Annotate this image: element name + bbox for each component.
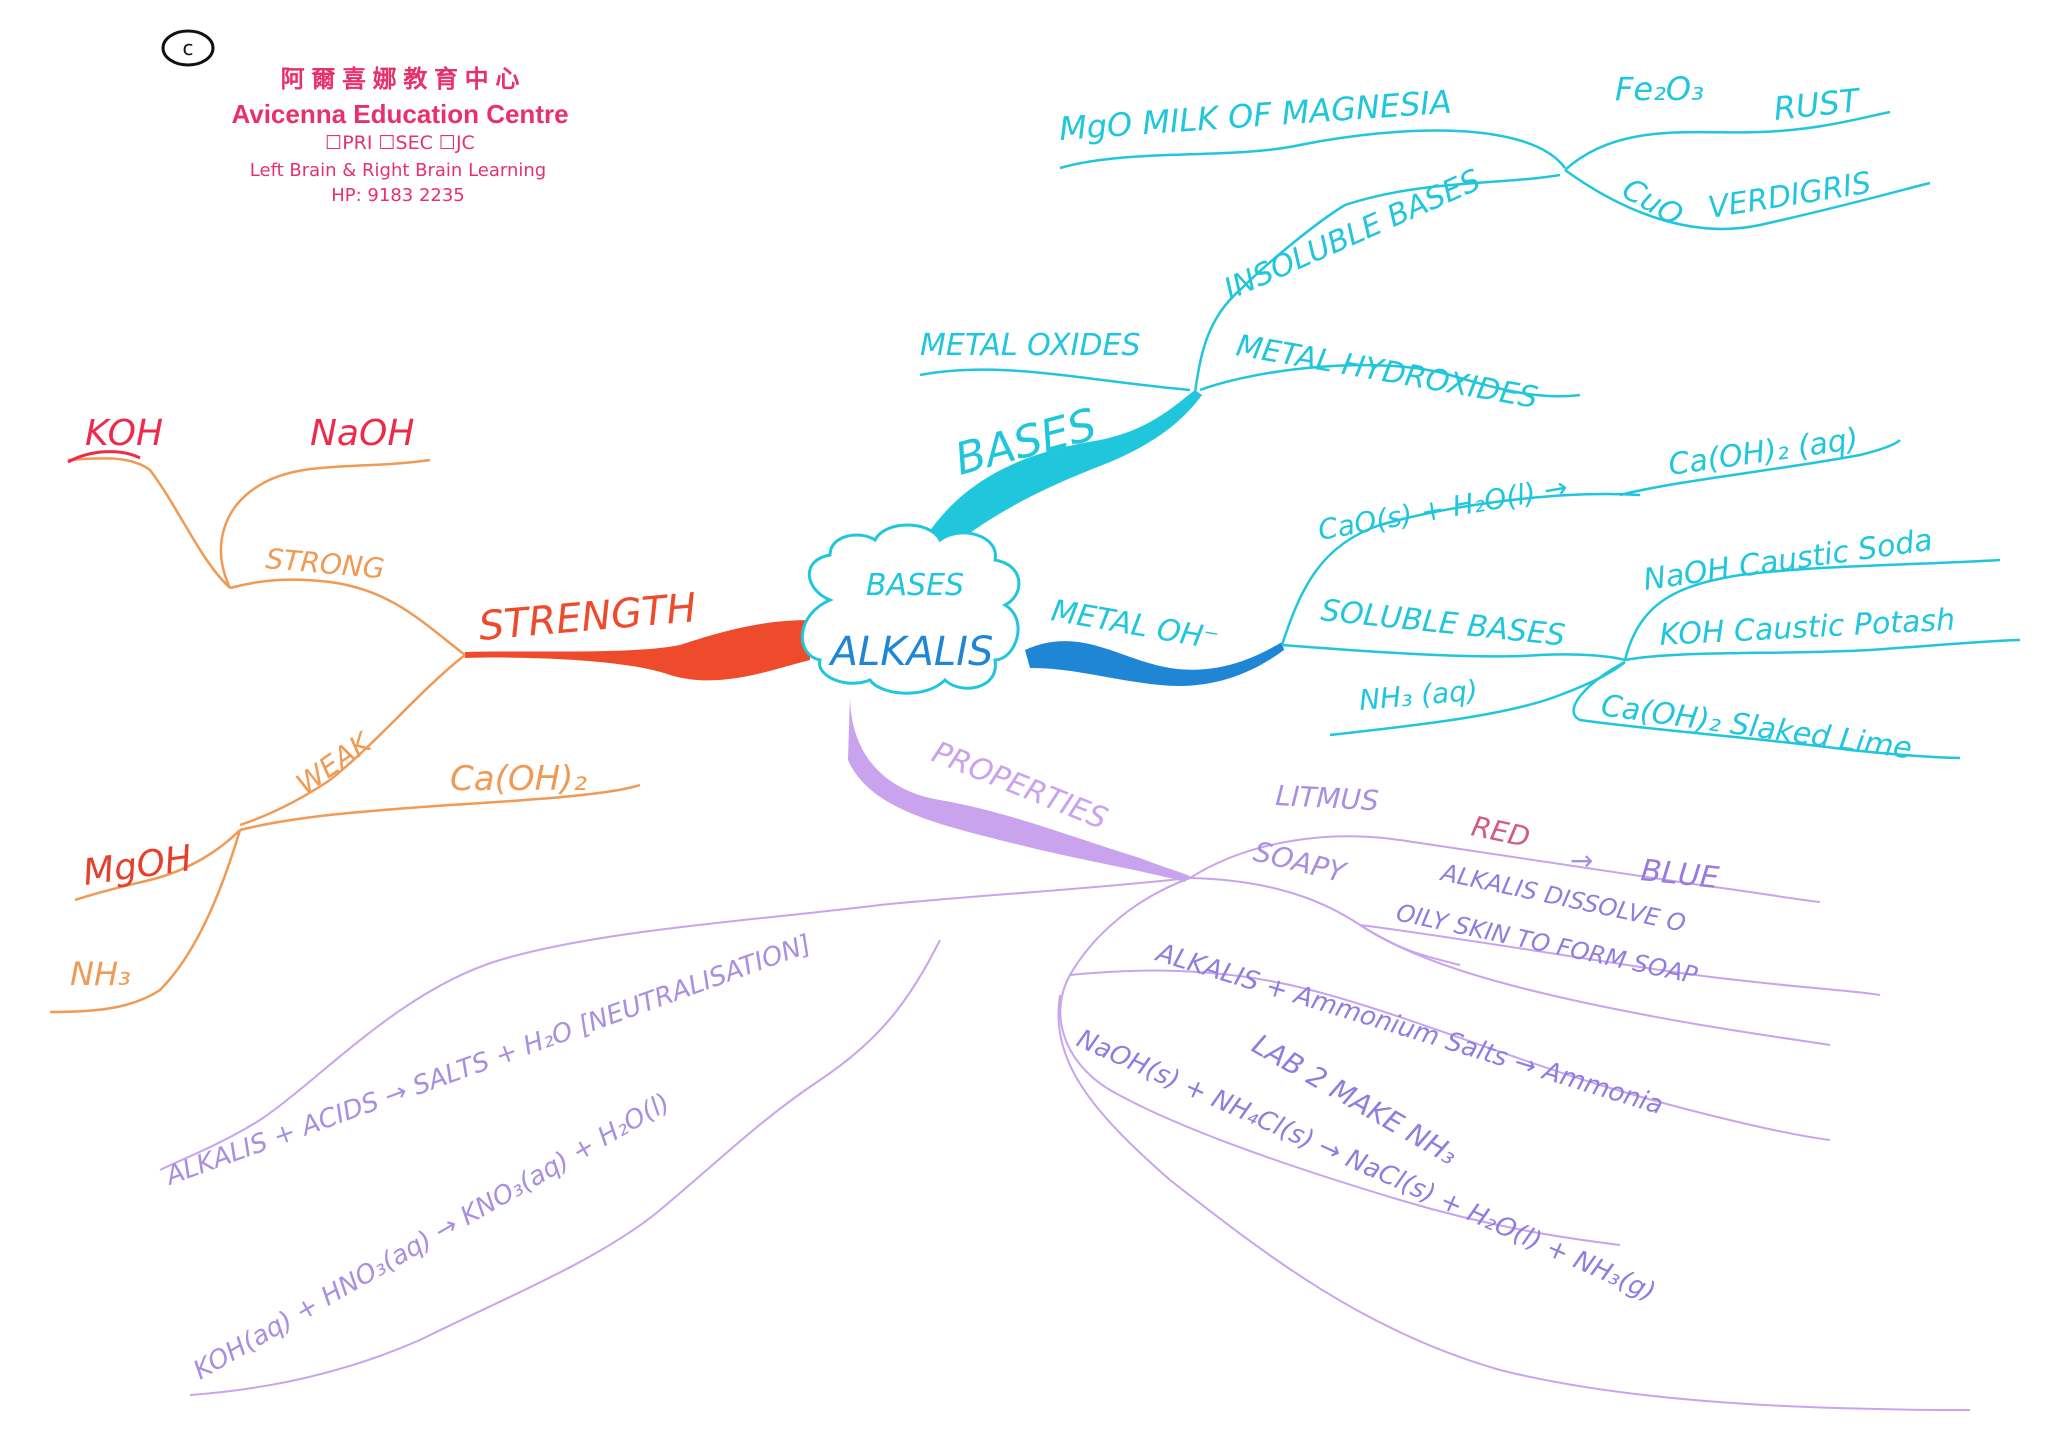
rust-label: RUST xyxy=(1772,81,1863,128)
weak-connector xyxy=(239,654,466,827)
stamp-chinese-name: 阿 爾 喜 娜 教 育 中 心 xyxy=(281,65,520,93)
caoh2-slaked-lime-label: Ca(OH)₂ Slaked Lime xyxy=(1599,688,1914,766)
stamp-tagline: Left Brain & Right Brain Learning xyxy=(250,160,546,181)
cuo-underline xyxy=(1564,168,1931,231)
stamp: c 阿 爾 喜 娜 教 育 中 心 Avicenna Education Cen… xyxy=(161,29,569,206)
koh-underline xyxy=(67,450,141,464)
strong-underline xyxy=(229,578,466,656)
litmus-label: LITMUS xyxy=(1275,779,1380,817)
bases-branch-stroke xyxy=(915,390,1202,560)
copyright-mark: c xyxy=(183,36,194,60)
caoh2-underline xyxy=(239,783,641,832)
caoh2-slaked-underline xyxy=(1572,660,1961,760)
koh-equation-underline xyxy=(189,939,941,1396)
metal-oxides-label: METAL OXIDES xyxy=(920,328,1141,363)
strength-branch-stroke xyxy=(465,620,810,681)
strength-caoh2-label: Ca(OH)₂ xyxy=(450,759,587,799)
strength-koh-label: KOH xyxy=(85,413,163,454)
stamp-phone: HP: 9183 2235 xyxy=(331,185,465,206)
mgo-label: MgO MILK OF MAGNESIA xyxy=(1058,83,1453,148)
center-alkalis-label: ALKALIS xyxy=(828,629,994,675)
soapy-connector xyxy=(1189,877,1461,966)
ammonium-underline xyxy=(1068,877,1831,1141)
center-bases-label: BASES xyxy=(866,568,964,603)
properties-branch-stroke xyxy=(848,695,1190,882)
koh-connector xyxy=(67,457,231,589)
verdigris-label: VERDIGRIS xyxy=(1706,166,1874,226)
central-cloud-shape xyxy=(800,523,1021,695)
stamp-levels: ☐PRI ☐SEC ☐JC xyxy=(325,132,475,154)
caoh2-aq-label: Ca(OH)₂ (aq) xyxy=(1666,422,1860,483)
nh3-aq-underline xyxy=(1329,661,1626,737)
fe2o3-underline xyxy=(1564,110,1891,171)
strength-nh3-label: NH₃ xyxy=(70,955,131,993)
soapy-label: SOAPY xyxy=(1250,835,1350,890)
litmus-underline xyxy=(1189,835,1821,903)
strength-naoh-label: NaOH xyxy=(310,413,414,454)
central-node: BASES ALKALIS xyxy=(800,523,1021,695)
stamp-centre-name: Avicenna Education Centre xyxy=(231,99,568,129)
equation-connector xyxy=(1280,492,1641,646)
nh3-underline xyxy=(49,829,242,1014)
fe2o3-label: Fe₂O₃ xyxy=(1615,70,1704,108)
neutralisation-label: ALKALIS + ACIDS → SALTS + H₂O [NEUTRALIS… xyxy=(160,929,815,1192)
koh-caustic-potash-label: KOH Caustic Potash xyxy=(1659,603,1956,653)
neutralisation-underline xyxy=(159,877,1191,1171)
dissolve-underline xyxy=(1359,924,1881,996)
mgo-underline xyxy=(1059,129,1567,170)
metal-oh-branch-stroke xyxy=(1025,641,1284,686)
litmus-red-label: RED xyxy=(1469,810,1533,854)
soluble-bases-label: SOLUBLE BASES xyxy=(1319,593,1567,653)
metal-oh-branch: METAL OH⁻ CaO(s) + H₂O(l) → Ca(OH)₂ (aq)… xyxy=(1049,422,2021,767)
naoh-underline xyxy=(1623,558,2001,661)
lab-underline xyxy=(1059,974,1621,1246)
nh3-aq-label: NH₃ (aq) xyxy=(1358,674,1479,717)
insoluble-bases-underline xyxy=(1344,173,1561,207)
caoh2-aq-underline xyxy=(1619,439,1901,497)
mgoh-underline xyxy=(74,829,241,902)
koh-underline xyxy=(1624,638,2021,662)
metal-hydroxides-underline xyxy=(1199,363,1581,398)
strength-branch: STRENGTH STRONG KOH NaOH WEAK Ca(OH)₂ Mg… xyxy=(49,413,699,1014)
strength-mgoh-label: MgOH xyxy=(81,838,195,894)
bases-sub-connector xyxy=(1193,203,1346,393)
soluble-bases-underline xyxy=(1281,643,1626,662)
naoh-connector xyxy=(219,458,431,589)
litmus-arrow: → xyxy=(1570,844,1593,877)
nh4cl-equation-underline xyxy=(1057,994,1971,1411)
cao-equation-label: CaO(s) + H₂O(l) → xyxy=(1315,471,1570,547)
bases-branch: BASES METAL OXIDES METAL HYDROXIDES INSO… xyxy=(919,70,1931,486)
strength-label: STRENGTH xyxy=(477,585,699,650)
copyright-circle-icon xyxy=(161,29,215,67)
oily-skin-underline xyxy=(1359,924,1831,1046)
naoh-caustic-soda-label: NaOH Caustic Soda xyxy=(1641,523,1935,598)
weak-label: WEAK xyxy=(290,725,379,801)
metal-oxides-underline xyxy=(919,368,1191,392)
litmus-blue-label: BLUE xyxy=(1639,853,1720,896)
